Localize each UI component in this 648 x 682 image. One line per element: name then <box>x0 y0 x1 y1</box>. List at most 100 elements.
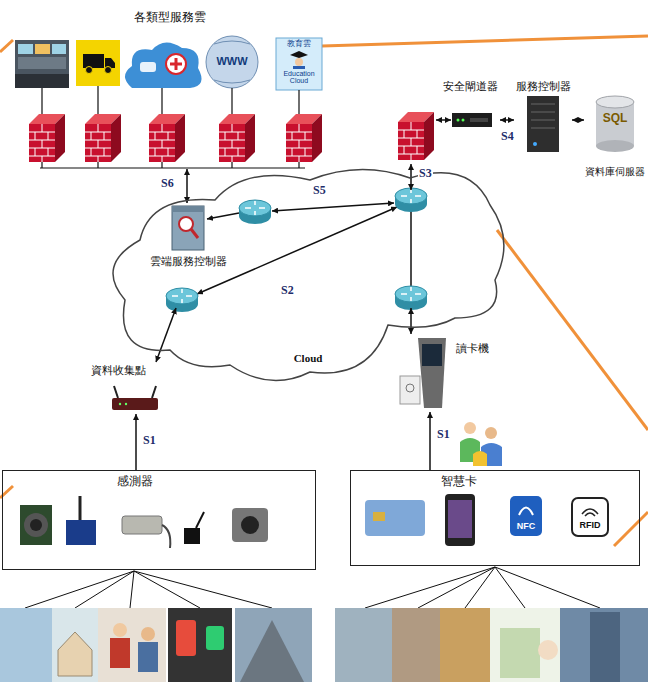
sensor-icon <box>241 516 259 534</box>
firewall-icon <box>85 114 121 162</box>
control-room-icon <box>18 44 33 54</box>
application-photo <box>490 608 560 682</box>
sensor-icon <box>24 513 48 537</box>
router-link <box>197 203 411 294</box>
link-line <box>42 86 299 114</box>
control-room-icon <box>52 44 66 54</box>
sensor-icon <box>184 528 200 544</box>
data-point-icon <box>119 403 121 405</box>
link-label: S3 <box>418 167 433 179</box>
cloud-outline <box>113 169 504 380</box>
card-reader-icon <box>422 344 442 366</box>
web-globe-icon <box>206 36 258 88</box>
gateway-icon <box>470 118 488 122</box>
server-icon <box>527 96 559 152</box>
link-label: S5 <box>312 184 327 196</box>
router-link <box>197 207 397 294</box>
router-link <box>272 203 394 211</box>
server-icon <box>533 142 537 146</box>
application-photo <box>52 608 98 682</box>
link-connector <box>186 169 188 203</box>
firewall-icon <box>29 112 434 162</box>
node-label: 資料收集點 <box>86 364 150 377</box>
server-icon <box>531 104 555 128</box>
card-reader-icon <box>400 376 420 404</box>
link-label: S2 <box>280 284 295 296</box>
application-photo <box>98 608 166 682</box>
medical-cloud-icon <box>166 54 186 74</box>
application-photo <box>113 623 127 637</box>
database-icon <box>596 96 634 152</box>
sensor-icon <box>30 519 42 531</box>
firewall-icon <box>398 112 434 160</box>
icon-text: RFID <box>572 521 608 531</box>
control-room-icon <box>15 40 69 88</box>
card-reader: 讀卡機 <box>396 334 492 412</box>
network-cloud: Cloud雲端服務控制器 <box>108 168 505 382</box>
smart-card-icon <box>373 512 385 521</box>
application-photo <box>58 632 92 676</box>
node-label: 服務控制器 <box>514 80 572 93</box>
icon-text: 教育雲 <box>277 40 321 49</box>
card-reader-icon <box>406 384 414 392</box>
sensor-icon <box>232 508 268 542</box>
medical-cloud-icon <box>170 58 182 70</box>
link-line <box>42 162 299 168</box>
application-photo <box>110 638 130 668</box>
smart-card-icon <box>519 508 533 516</box>
application-photo <box>538 640 558 660</box>
firewall-icon <box>29 114 65 162</box>
education-cloud-icon <box>290 51 308 58</box>
link-connector <box>572 119 584 121</box>
link-connector <box>135 414 137 470</box>
router-icon <box>395 188 427 212</box>
application-photo <box>335 608 392 682</box>
application-photo <box>141 627 155 641</box>
application-photo <box>176 620 196 656</box>
cloud-controller-icon <box>172 206 204 250</box>
application-photo <box>168 608 232 682</box>
data-point-icon <box>125 403 127 405</box>
data-point-icon <box>114 386 156 398</box>
control-room-icon <box>35 44 50 54</box>
router-icon <box>166 188 427 312</box>
application-photo <box>235 608 312 682</box>
smart-card-icon <box>365 500 425 536</box>
logistics-icon <box>76 40 120 86</box>
node-label: 各類型服務雲 <box>8 10 332 24</box>
medical-cloud-icon <box>125 42 202 88</box>
router-icon <box>166 288 198 312</box>
smart-card-icon <box>572 498 608 536</box>
education-cloud-icon <box>276 38 322 90</box>
logistics-icon <box>86 67 93 74</box>
firewall-icon <box>149 114 185 162</box>
database-icon <box>596 102 634 146</box>
application-photo <box>0 608 648 682</box>
application-photo <box>440 608 490 682</box>
card-reader-icon <box>418 338 446 408</box>
fan-line <box>25 567 600 608</box>
education-cloud-icon <box>276 38 322 90</box>
database-icon <box>596 96 634 108</box>
control-room-icon <box>15 74 69 88</box>
people-icon <box>460 422 502 466</box>
link-connector <box>429 412 431 470</box>
application-photo <box>392 608 440 682</box>
application-photo <box>590 612 620 682</box>
link-label: S1 <box>142 434 157 446</box>
firewall-icon <box>286 114 322 162</box>
logistics-icon <box>83 54 104 68</box>
control-room-icon <box>15 40 69 88</box>
cloud-controller-icon <box>179 217 193 231</box>
sensor-panel: 感測器 <box>2 470 316 570</box>
icon-text: NFC <box>510 522 542 532</box>
sensor-icon <box>196 512 204 528</box>
smart-card-icon <box>445 494 475 546</box>
sensor-icon <box>122 516 162 534</box>
smart-card-icon <box>582 509 598 516</box>
application-photo <box>138 642 158 672</box>
icon-text: SQL <box>596 112 634 125</box>
callout-line <box>614 512 648 546</box>
router-link <box>207 213 239 219</box>
cloud-controller-icon <box>172 206 204 250</box>
